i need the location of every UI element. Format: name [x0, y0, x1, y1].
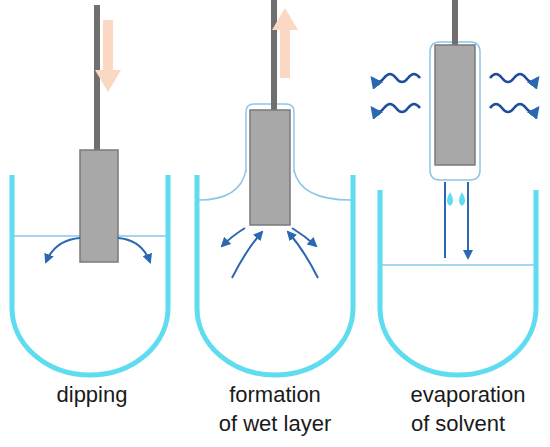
flow-arrow	[46, 238, 80, 262]
beaker	[380, 190, 536, 375]
stage-withdrawal	[197, 0, 353, 375]
substrate	[250, 110, 290, 225]
flow-arrow	[292, 228, 316, 246]
up-arrow	[272, 8, 298, 78]
stage-evaporation	[372, 0, 538, 375]
drain-arrow	[445, 182, 468, 258]
vapour-arrows	[372, 74, 538, 112]
substrate	[80, 150, 118, 262]
substrate	[435, 45, 475, 165]
flow-arrow	[222, 228, 245, 246]
flow-arrow	[288, 232, 318, 278]
wet-layer	[430, 42, 480, 180]
liquid-level	[382, 264, 534, 266]
stage-label: dipping	[56, 380, 129, 409]
flow-arrow	[232, 232, 262, 278]
holder-rod	[452, 0, 458, 48]
holder-rod	[271, 0, 277, 112]
stage-dipping	[12, 5, 168, 375]
flow-arrow	[118, 238, 150, 262]
stage-label: formation of wet layer	[219, 380, 332, 438]
stage-label: evaporation of solvent	[411, 380, 506, 438]
down-arrow	[95, 20, 121, 92]
droplets	[447, 192, 465, 206]
holder-rod	[94, 5, 100, 153]
